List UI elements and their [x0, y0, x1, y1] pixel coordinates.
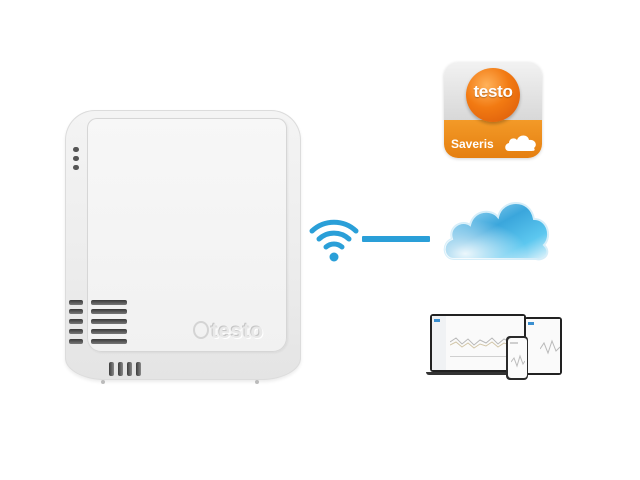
- vent-slot: [91, 319, 127, 324]
- phone-icon: [506, 336, 528, 380]
- vent-slot: [69, 300, 83, 305]
- cloud-icon: [505, 135, 536, 151]
- vent-slot: [69, 309, 83, 314]
- logo-ring-icon: [193, 321, 209, 339]
- status-led: [73, 165, 79, 170]
- chart-axis: [450, 356, 520, 357]
- vent-slot: [91, 309, 127, 314]
- vent-slot: [136, 362, 141, 376]
- tablet-icon: [524, 317, 562, 375]
- laptop-base: [426, 372, 530, 375]
- vent-slot: [91, 300, 127, 305]
- app-brand-text: testo: [473, 82, 513, 101]
- device-foot: [101, 380, 105, 384]
- wifi-icon: [309, 219, 359, 262]
- data-logger-device: testo: [65, 110, 301, 388]
- vent-slot: [91, 339, 127, 344]
- device-logo: testo: [193, 320, 264, 344]
- vent-slot: [91, 329, 127, 334]
- tablet-screen: [526, 319, 560, 373]
- dashboard-sidebar: [432, 316, 446, 370]
- phone-screen: [507, 338, 527, 378]
- client-devices: [426, 312, 568, 382]
- device-foot: [255, 380, 259, 384]
- saveris-app-icon: testo Saveris: [444, 62, 542, 158]
- chart-lines: [450, 337, 519, 349]
- device-front-panel: [87, 118, 287, 352]
- connection-line: [362, 236, 430, 242]
- dashboard-logo: [528, 322, 534, 325]
- vent-slot: [69, 339, 83, 344]
- app-product-name: Saveris: [451, 137, 494, 151]
- dashboard-logo: [434, 319, 440, 322]
- chart-lines: [540, 339, 560, 355]
- chart-lines: [510, 354, 525, 368]
- phone-header: [509, 342, 518, 344]
- testo-logo-ball: [466, 68, 520, 122]
- status-led: [73, 156, 79, 161]
- vent-slot: [69, 329, 83, 334]
- cloud-icon: [443, 202, 550, 261]
- vent-slot: [69, 319, 83, 324]
- vent-slot: [127, 362, 132, 376]
- vent-slot: [109, 362, 114, 376]
- device-logo-text: testo: [211, 320, 264, 343]
- vent-slot: [118, 362, 123, 376]
- status-led: [73, 147, 79, 152]
